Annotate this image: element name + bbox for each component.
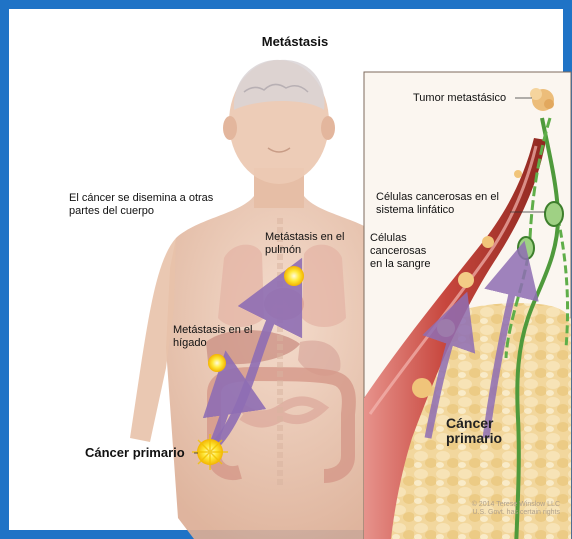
copyright-notice: © 2014 Terese Winslow LLC U.S. Govt. has… <box>472 501 560 517</box>
figure-inner: Metástasis <box>18 18 572 539</box>
tumor-lung-site <box>284 266 304 286</box>
label-lung-metastasis: Metástasis en el pulmón <box>265 231 345 257</box>
label-liver-metastasis: Metástasis en el hígado <box>173 324 253 350</box>
inset-panel <box>364 72 572 539</box>
copyright-line-2: U.S. Govt. has certain rights <box>472 509 560 517</box>
label-primary-cancer: Cáncer primario <box>85 445 185 460</box>
tumor-liver-site <box>208 354 226 372</box>
label-lymph-cancer-cells: Células cancerosas en el sistema linfáti… <box>376 191 516 217</box>
copyright-line-1: © 2014 Terese Winslow LLC <box>472 501 560 509</box>
label-primary-cancer-inset: Cáncer primario <box>446 416 516 446</box>
label-blood-cancer-cells: Células cancerosas en la sangre <box>370 232 438 271</box>
label-metastatic-tumor: Tumor metastásico <box>413 92 506 105</box>
label-spread: El cáncer se disemina a otras partes del… <box>69 192 219 218</box>
